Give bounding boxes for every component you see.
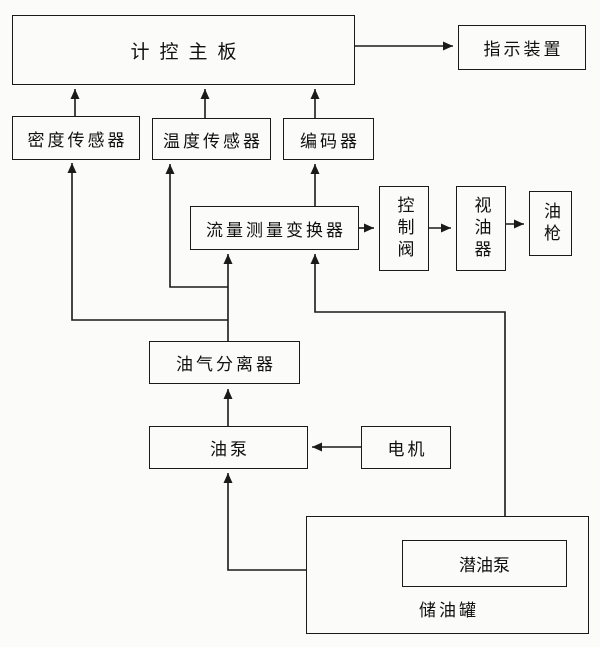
node-temp-sensor-label: 温度传感器 [163,131,263,151]
node-sight-glass: 视油器 [456,186,506,271]
arrow-line-to-density-sensor [67,163,228,321]
node-tank-label: 储油罐 [419,601,479,620]
node-submersible-pump: 潜油泵 [402,540,567,587]
node-tank: 潜油泵 储油罐 [306,516,589,634]
node-density-sensor: 密度传感器 [12,116,140,160]
node-oil-pump-label: 油泵 [210,440,250,459]
node-temp-sensor: 温度传感器 [152,118,271,160]
node-nozzle-label: 油枪 [541,201,560,246]
arrow-tank-to-oil-pump [223,473,306,571]
node-density-sensor-label: 密度传感器 [27,130,128,150]
node-main-board-label: 计控主板 [130,41,247,63]
node-encoder: 编码器 [283,118,374,160]
node-flow-transducer: 流量测量变换器 [190,206,359,250]
node-separator-label: 油气分离器 [176,355,276,374]
arrow-line-to-temp-sensor [165,164,228,288]
node-motor: 电机 [361,426,451,469]
node-oil-pump: 油泵 [149,426,308,469]
node-control-valve-label: 控制阀 [394,195,414,262]
node-motor-label: 电机 [387,440,428,459]
node-sight-glass-label: 视油器 [471,195,491,262]
node-separator: 油气分离器 [149,341,300,384]
node-indicator-label: 指示装置 [483,40,564,59]
node-control-valve: 控制阀 [379,186,429,271]
node-main-board: 计控主板 [12,15,355,85]
node-encoder-label: 编码器 [300,131,360,151]
node-indicator: 指示装置 [458,25,586,70]
node-nozzle: 油枪 [529,191,572,256]
node-submersible-pump-label: 潜油泵 [459,556,510,575]
arrow-tank-to-flow-transducer [310,254,506,516]
node-flow-transducer-label: 流量测量变换器 [206,220,346,240]
